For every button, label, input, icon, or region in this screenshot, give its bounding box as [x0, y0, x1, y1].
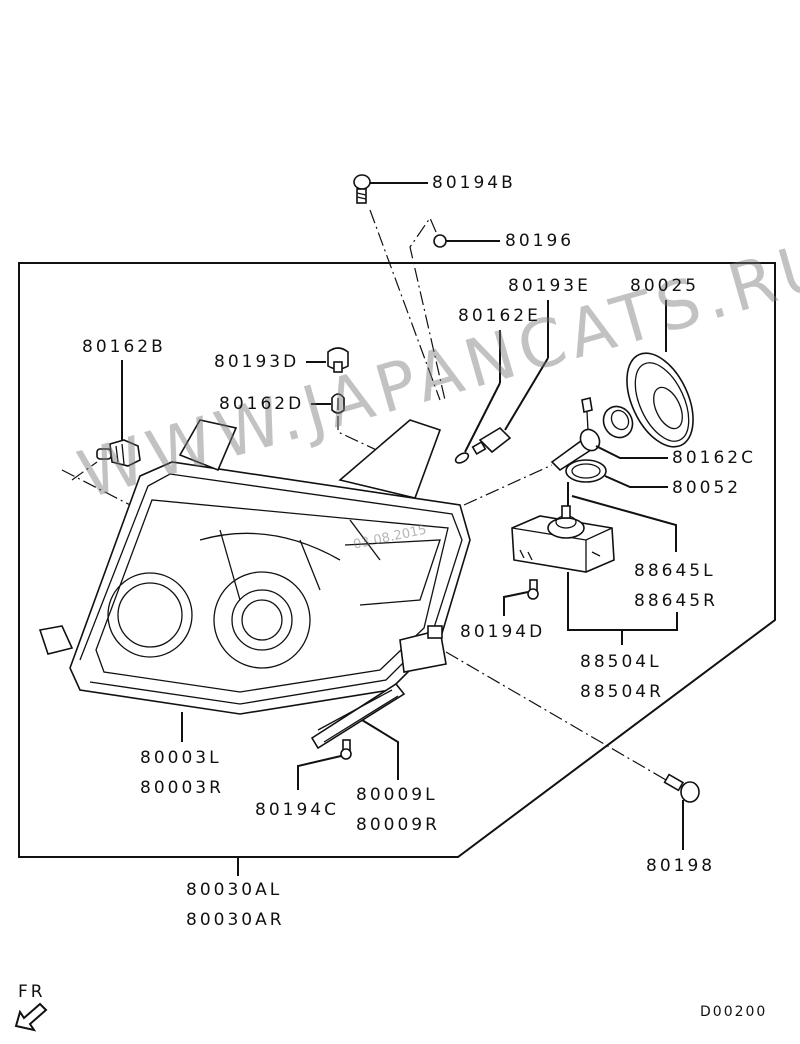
part-label-80030AR[interactable]: 80030AR: [186, 910, 285, 930]
cap-80025-icon: [626, 352, 694, 448]
part-label-80052[interactable]: 80052: [672, 478, 742, 498]
socket-80193E-icon: [471, 426, 512, 456]
diagram-code: D00200: [700, 1004, 768, 1020]
part-label-80003L[interactable]: 80003L: [140, 748, 222, 768]
part-label-80162B[interactable]: 80162B: [82, 337, 166, 357]
part-label-80162D[interactable]: 80162D: [219, 394, 305, 414]
part-label-80025[interactable]: 80025: [630, 276, 700, 296]
nut-80196-icon: [433, 234, 447, 248]
dash-80196: [409, 216, 446, 401]
ballast-88504-icon: [511, 505, 615, 573]
front-direction-arrow-icon: [14, 1002, 48, 1032]
part-label-88645R[interactable]: 88645R: [634, 591, 718, 611]
leader-80162C: [595, 445, 668, 459]
leader-80194D: [503, 591, 529, 616]
headlamp-80003-icon: [38, 419, 471, 715]
part-label-80009L[interactable]: 80009L: [356, 785, 438, 805]
dash-80194B: [369, 209, 441, 401]
leader-80193E-b: [504, 357, 549, 431]
part-label-80162C[interactable]: 80162C: [672, 448, 756, 468]
dash-80198: [445, 651, 667, 781]
part-label-88504R[interactable]: 88504R: [580, 682, 664, 702]
part-label-80198[interactable]: 80198: [646, 856, 716, 876]
socket-80193D-icon: [327, 347, 349, 373]
part-label-80193E[interactable]: 80193E: [508, 276, 591, 296]
part-label-80009R[interactable]: 80009R: [356, 815, 440, 835]
bolt-80198-icon: [663, 773, 700, 803]
part-label-80003R[interactable]: 80003R: [140, 778, 224, 798]
part-label-80162E[interactable]: 80162E: [458, 306, 541, 326]
part-label-88504L[interactable]: 88504L: [580, 652, 662, 672]
part-label-80193D[interactable]: 80193D: [214, 352, 300, 372]
bulb-80162E-icon: [454, 452, 470, 464]
dash-80162B: [71, 461, 98, 481]
bulb-80162C-icon: [550, 397, 634, 472]
leader-80009: [361, 719, 399, 780]
leader-80162E-b: [464, 382, 501, 453]
screw-80194C-icon: [340, 739, 352, 760]
part-label-88645L[interactable]: 88645L: [634, 561, 716, 581]
leader-80194C: [297, 755, 342, 790]
bolt-80194B-icon: [353, 174, 371, 204]
dash-80162B-b: [61, 469, 141, 511]
part-label-80196[interactable]: 80196: [505, 231, 575, 251]
bracket-80009-icon: [310, 682, 406, 750]
dash-80162C: [463, 464, 553, 506]
bulb-80162B-icon: [96, 439, 141, 467]
bulb-80162D-icon: [331, 393, 345, 414]
ring-80052-icon: [565, 459, 607, 483]
screw-80194D-icon: [527, 579, 539, 600]
part-label-80030AL[interactable]: 80030AL: [186, 880, 283, 900]
assembly-frame: [18, 262, 776, 858]
leader-88645: [571, 495, 677, 552]
part-label-80194C[interactable]: 80194C: [255, 800, 339, 820]
front-direction-label: FR: [18, 982, 46, 1002]
part-label-80194B[interactable]: 80194B: [432, 173, 516, 193]
leader-80052: [604, 475, 668, 488]
part-label-80194D[interactable]: 80194D: [460, 622, 546, 642]
